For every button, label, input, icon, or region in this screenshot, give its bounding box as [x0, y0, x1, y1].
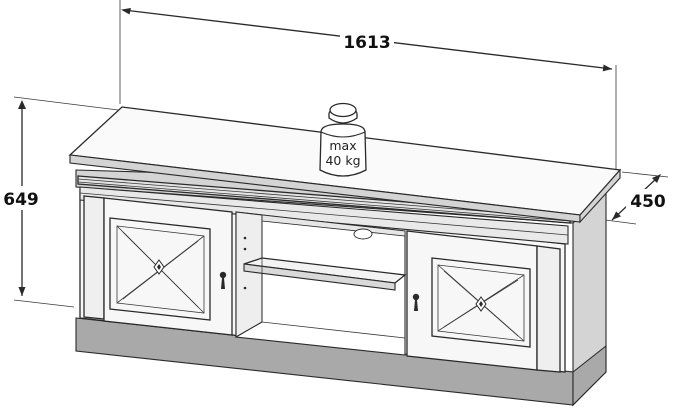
door-handle-icon[interactable] — [219, 271, 227, 289]
weight-icon: max 40 kg — [319, 102, 367, 177]
door-handle-icon[interactable] — [412, 293, 420, 311]
open-shelf-compartment — [235, 211, 407, 356]
tv-cabinet — [68, 106, 622, 407]
width-label: 1613 — [343, 33, 390, 53]
depth-label: 450 — [630, 192, 666, 212]
height-label: 649 — [3, 190, 39, 210]
load-limit-line1: max — [329, 138, 356, 153]
load-limit-line2: 40 kg — [325, 153, 360, 168]
width-dimension: 1613 — [119, 0, 617, 170]
right-door[interactable] — [406, 230, 538, 371]
height-dimension: 649 — [0, 96, 119, 308]
left-door[interactable] — [103, 197, 233, 336]
